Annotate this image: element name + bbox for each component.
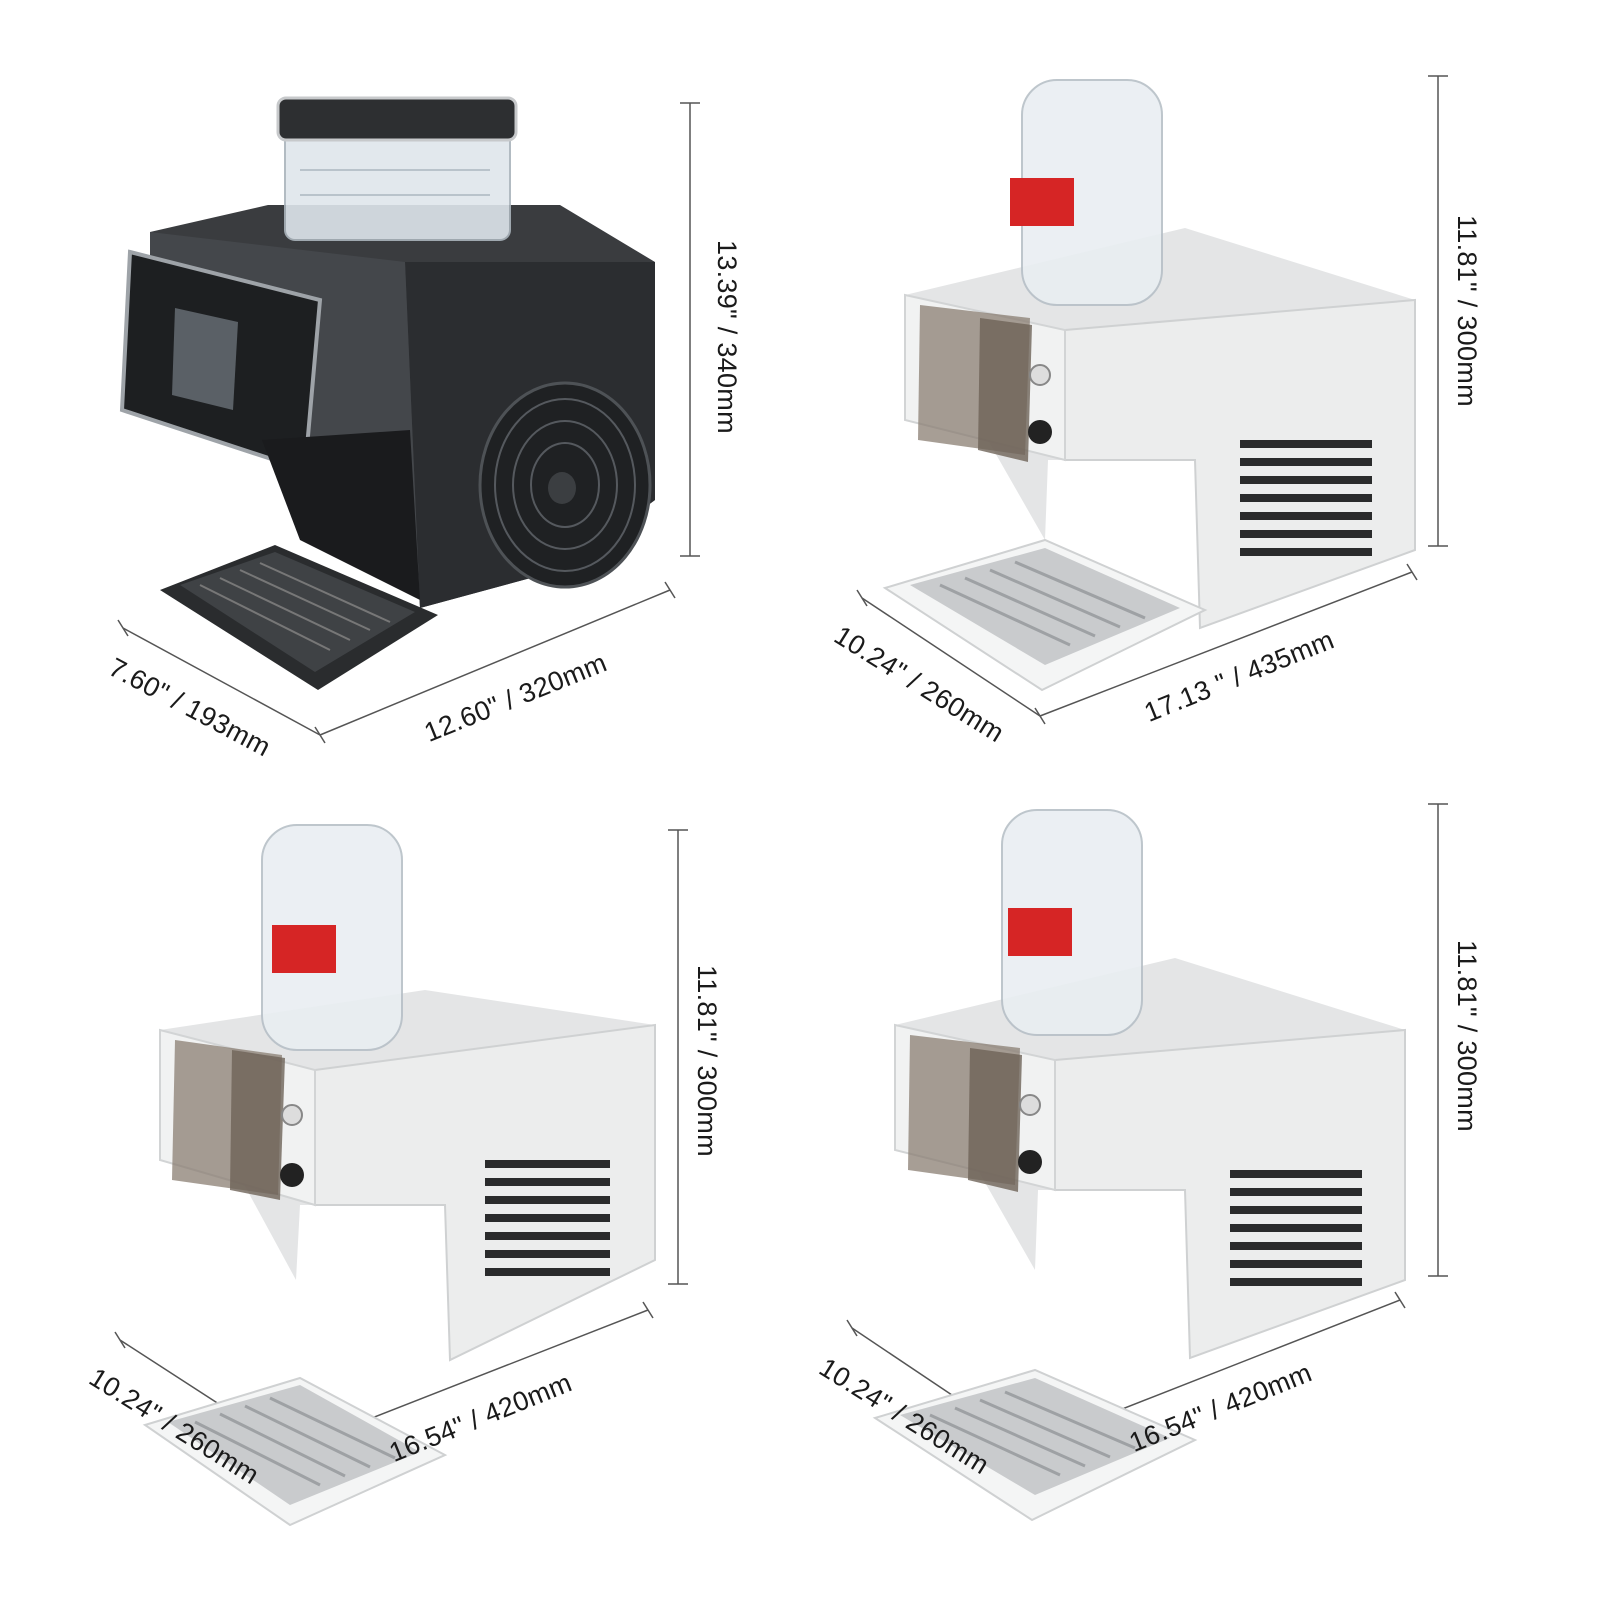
white-machine-illustration (846, 803, 1448, 1522)
product-panel-white-435: 11.81" / 300mm 10.24" / 260mm 17.13 " / … (800, 0, 1600, 800)
white-machine-body (872, 809, 1406, 1522)
black-machine-illustration (117, 96, 700, 744)
product-panel-white-420-right: 11.81" / 300mm 10.24" / 260mm 16.54" / 4… (800, 800, 1600, 1600)
product-panel-white-420-left: 11.81" / 300mm 10.24" / 260mm 16.54" / 4… (0, 800, 800, 1600)
height-dimension-label: 13.39" / 340mm (712, 240, 742, 434)
white-machine-illustration (856, 75, 1448, 725)
product-panel-black: 13.39" / 340mm 7.60" / 193mm 12.60" / 32… (0, 0, 800, 800)
dimension-lines (856, 75, 1448, 725)
height-dimension-label: 11.81" / 300mm (1452, 215, 1482, 407)
dimension-lines (117, 102, 700, 744)
height-dimension-label: 11.81" / 300mm (692, 965, 722, 1157)
black-machine-body (119, 96, 655, 690)
white-machine-body (882, 79, 1416, 692)
height-dimension-label: 11.81" / 300mm (1452, 940, 1482, 1132)
white-machine-illustration (114, 824, 688, 1527)
white-machine-body (142, 824, 656, 1527)
